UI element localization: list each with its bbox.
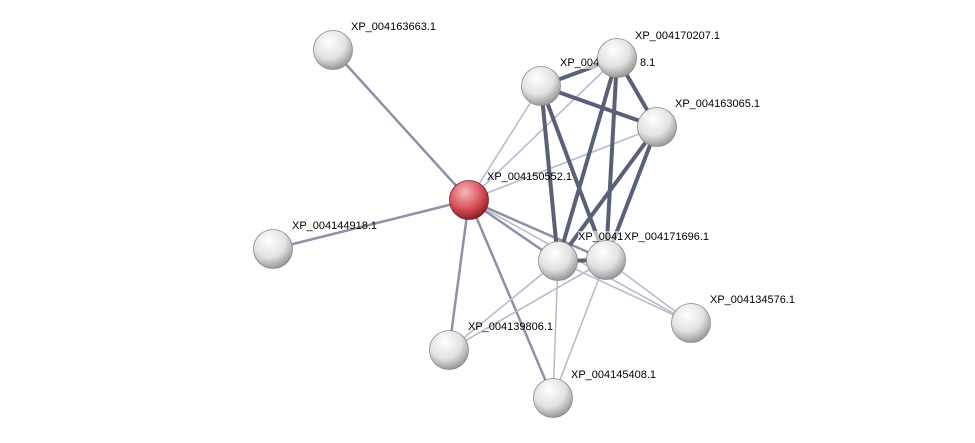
protein-node[interactable] [586, 240, 626, 280]
edge-E-H[interactable] [468, 198, 607, 262]
edge-G-J[interactable] [448, 260, 559, 351]
node-label: XP_0041 [578, 231, 624, 243]
node-label: XP_004163663.1 [351, 21, 437, 33]
query-protein-node[interactable] [449, 180, 489, 220]
edge-E-F[interactable] [272, 198, 470, 251]
edge-B-G[interactable] [556, 57, 619, 262]
protein-node[interactable] [538, 241, 578, 281]
edge-E-A[interactable] [332, 49, 470, 201]
edge-H-J[interactable] [448, 259, 607, 351]
node-label-tail: 8.1 [640, 57, 656, 69]
edge-E-C[interactable] [468, 85, 542, 201]
node-label: XP_004145408.1 [571, 369, 657, 381]
node-label: XP_004150552.1 [487, 171, 573, 183]
protein-node[interactable] [429, 330, 469, 370]
edge-B-H[interactable] [604, 57, 619, 261]
protein-node[interactable] [637, 107, 677, 147]
protein-node[interactable] [253, 229, 293, 269]
node-label: XP_004139806.1 [468, 321, 554, 333]
node-label: XP_004163065.1 [675, 98, 761, 110]
protein-node[interactable] [521, 66, 561, 106]
node-label: XP_004170207.1 [635, 30, 721, 42]
edge-G-K[interactable] [552, 260, 559, 399]
node-label: XP_004144918.1 [292, 220, 378, 232]
protein-node[interactable] [597, 38, 637, 78]
protein-node[interactable] [533, 378, 573, 418]
node-label: XP_004 [560, 57, 600, 69]
edge-C-D[interactable] [540, 84, 658, 129]
edge-E-B[interactable] [468, 57, 618, 201]
edge-D-G[interactable] [556, 125, 659, 263]
protein-node[interactable] [671, 303, 711, 343]
edge-C-G[interactable] [539, 85, 560, 262]
edge-E-D[interactable] [468, 126, 658, 201]
node-label: XP_004171696.1 [624, 231, 710, 243]
edge-E-J[interactable] [447, 199, 471, 351]
protein-node[interactable] [313, 30, 353, 70]
edge-H-K[interactable] [552, 259, 607, 399]
edge-G-I[interactable] [557, 260, 692, 324]
node-label: XP_004134576.1 [710, 294, 796, 306]
